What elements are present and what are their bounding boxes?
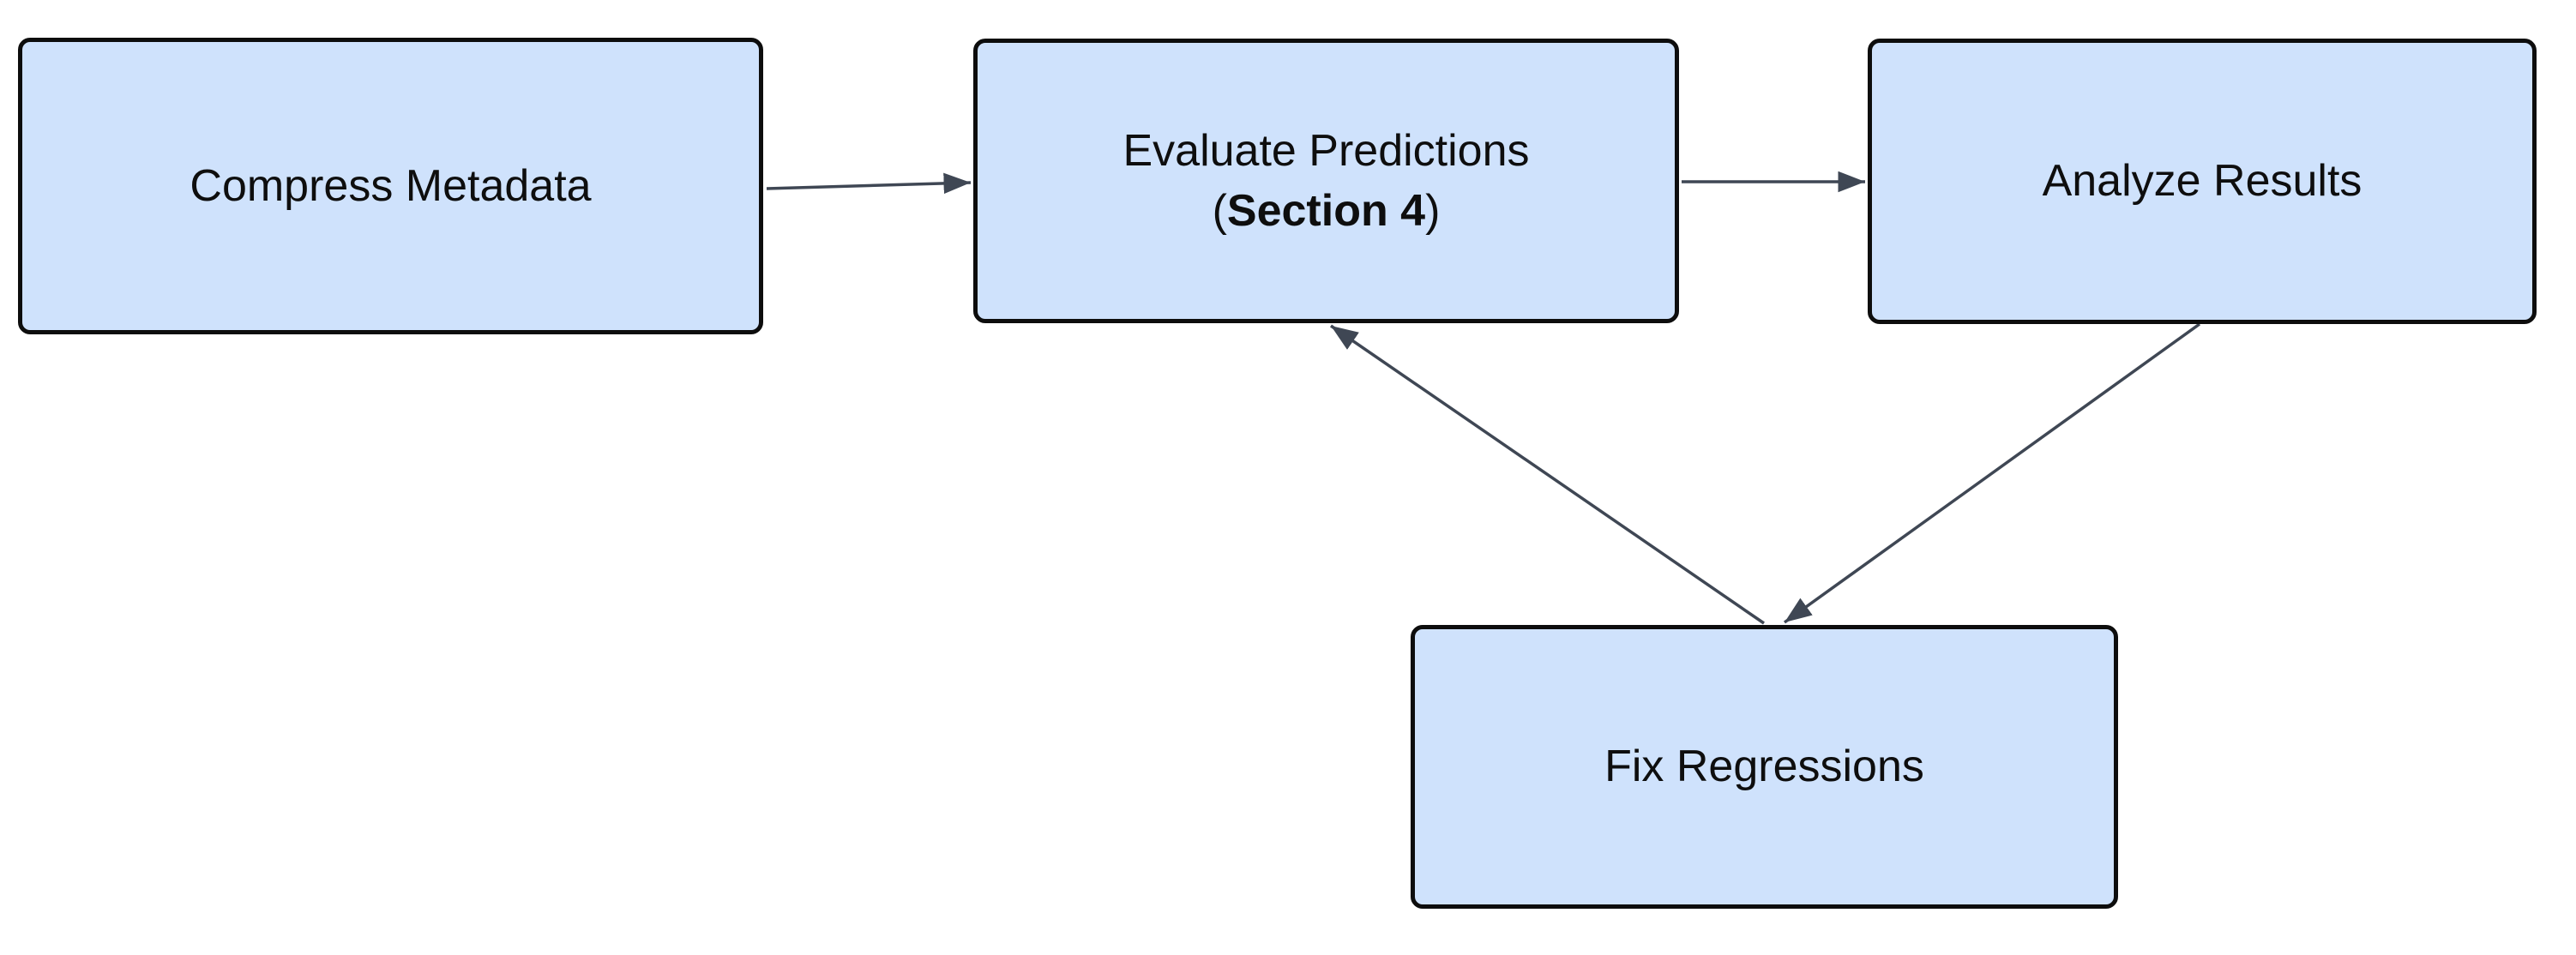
node-analyze-results: Analyze Results: [1868, 39, 2537, 324]
node-label-segment: (: [1212, 186, 1227, 236]
node-label-line: Analyze Results: [2043, 151, 2362, 211]
node-label-line: (Section 4): [1213, 181, 1441, 241]
node-fix-regressions: Fix Regressions: [1411, 625, 2118, 909]
node-label-segment: Analyze Results: [2042, 156, 2362, 207]
node-label-line: Compress Metadata: [190, 156, 591, 216]
node-label-segment: Compress Metadata: [190, 160, 592, 211]
node-label-segment: Fix Regressions: [1604, 742, 1924, 792]
node-label-segment: Evaluate Predictions: [1122, 125, 1530, 176]
node-compress-metadata: Compress Metadata: [18, 38, 763, 334]
node-label-line: Evaluate Predictions: [1122, 121, 1529, 181]
arrow-fix-to-evaluate: [1330, 324, 1765, 625]
arrow-analyze-to-fix: [1783, 322, 2201, 624]
node-label-bold-segment: Section 4: [1226, 186, 1426, 236]
arrow-compress-to-evaluate: [766, 172, 972, 195]
node-evaluate-predictions: Evaluate Predictions(Section 4): [973, 39, 1679, 323]
node-label-line: Fix Regressions: [1604, 736, 1924, 796]
node-label-segment: ): [1425, 186, 1441, 236]
